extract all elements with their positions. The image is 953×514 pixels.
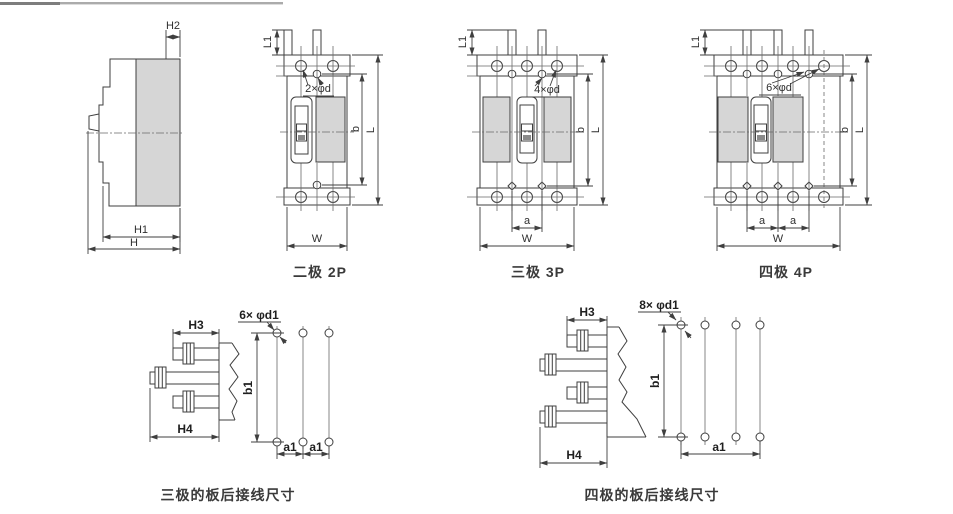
breaker-2p-nameplate — [315, 96, 346, 163]
dim-label-2p-l1: L1 — [262, 35, 274, 49]
dim-label-4p-holes: 6×φd — [766, 82, 792, 94]
dim-label-4p-a-right: a — [789, 215, 797, 227]
breaker-4p-nameplate-right — [772, 96, 804, 163]
breaker-4p-toggle — [750, 96, 772, 164]
dim-label-4p-l: L — [854, 126, 866, 134]
dim-label-h2: H2 — [165, 20, 181, 32]
caption-rear-4p: 四极的板后接线尺寸 — [584, 487, 720, 503]
rear-3p-panel-break — [218, 342, 240, 421]
dim-label-4p-b: b — [839, 126, 851, 134]
dim-label-4p-l1: L1 — [690, 35, 702, 49]
side-view-rear-block — [135, 58, 181, 207]
breaker-2p-drawing — [272, 29, 383, 251]
caption-4p: 四极 4P — [758, 264, 814, 280]
toggle-side-profile — [88, 113, 100, 132]
dim-label-rear3-b1: b1 — [241, 380, 255, 396]
dim-label-h: H — [130, 237, 138, 249]
dim-label-2p-b: b — [350, 125, 362, 133]
dim-label-rear3-h4: H4 — [177, 422, 193, 436]
dim-label-2p-holes: 2×φd — [305, 83, 331, 95]
dim-label-4p-w: W — [772, 233, 784, 245]
caption-rear-3p: 三极的板后接线尺寸 — [160, 487, 296, 503]
side-view-drawing — [86, 30, 184, 254]
dim-label-rear3-a1-right: a1 — [309, 440, 323, 454]
caption-2p: 二极 2P — [292, 264, 348, 280]
dim-label-rear4-a1: a1 — [712, 440, 726, 454]
dim-label-rear4-b1: b1 — [648, 373, 662, 389]
dim-label-2p-l: L — [365, 126, 377, 134]
breaker-3p-toggle — [516, 96, 538, 164]
rear-4p-panel-break — [606, 326, 647, 438]
dim-label-rear3-holes: 6× φd1 — [239, 308, 279, 322]
dim-label-3p-l1: L1 — [457, 35, 469, 49]
breaker-4p-drawing — [700, 29, 872, 251]
dim-label-3p-a: a — [523, 215, 531, 227]
dim-label-2p-w: W — [311, 233, 323, 245]
breaker-2p-toggle — [290, 96, 313, 164]
dim-label-rear4-h4: H4 — [566, 448, 582, 462]
dim-label-h1: H1 — [133, 224, 149, 236]
dim-label-rear4-h3: H3 — [579, 305, 595, 319]
breaker-3p-nameplate-right — [543, 96, 572, 163]
rear-4p-studs — [539, 329, 608, 428]
breaker-4p-nameplate-left — [717, 96, 749, 163]
dim-label-rear3-a1-left: a1 — [283, 440, 297, 454]
breaker-3p-nameplate-left — [482, 96, 511, 163]
dim-label-3p-b: b — [575, 126, 587, 134]
rear-4p-holes — [676, 320, 765, 442]
rear-3p-studs — [149, 342, 220, 413]
dim-label-rear3-h3: H3 — [188, 318, 204, 332]
dim-label-rear4-holes: 8× φd1 — [639, 298, 679, 312]
top-edge-rule — [0, 2, 283, 5]
dim-label-4p-a-left: a — [758, 215, 766, 227]
dim-label-3p-holes: 4×φd — [534, 84, 560, 96]
caption-3p: 三极 3P — [510, 264, 566, 280]
dim-label-3p-w: W — [521, 233, 533, 245]
dim-label-3p-l: L — [590, 126, 602, 134]
rear-4p-drawing — [539, 311, 765, 468]
rear-3p-drawing — [149, 321, 334, 459]
breaker-3p-drawing — [467, 29, 608, 251]
